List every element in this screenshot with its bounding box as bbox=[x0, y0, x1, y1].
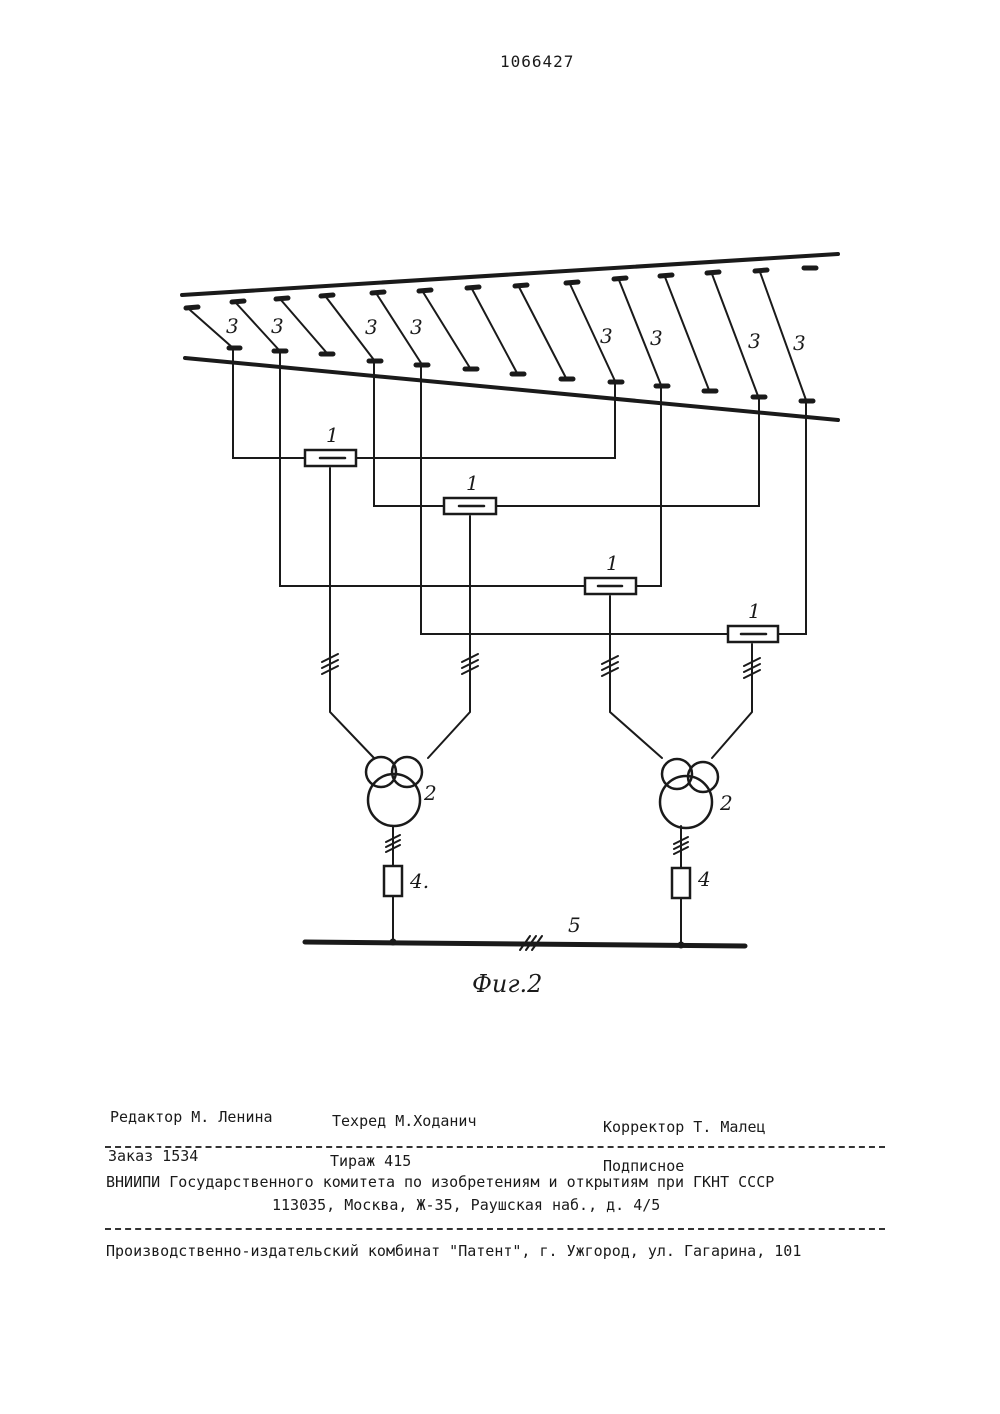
divider-bottom bbox=[105, 1228, 885, 1230]
order-number: Заказ 1534 bbox=[108, 1147, 198, 1165]
svg-text:3: 3 bbox=[793, 331, 806, 355]
transformers bbox=[366, 757, 718, 828]
svg-text:3: 3 bbox=[271, 314, 284, 338]
printer-line: Производственно-издательский комбинат "П… bbox=[106, 1242, 801, 1260]
svg-text:1: 1 bbox=[326, 423, 339, 447]
element4-label-left: 4. bbox=[409, 869, 429, 893]
svg-text:3: 3 bbox=[650, 326, 663, 350]
svg-text:3: 3 bbox=[410, 315, 423, 339]
divider-top bbox=[105, 1146, 885, 1148]
svg-text:1: 1 bbox=[606, 551, 619, 575]
print-run: Тираж 415 bbox=[330, 1152, 411, 1170]
svg-text:3: 3 bbox=[226, 314, 239, 338]
svg-text:3: 3 bbox=[365, 315, 378, 339]
regulator-labels: 1 1 1 1 bbox=[326, 423, 761, 623]
upper-busbar bbox=[182, 254, 838, 295]
transformer-label-right: 2 bbox=[719, 791, 733, 815]
svg-text:3: 3 bbox=[748, 329, 761, 353]
electrode-labels: 3 3 3 3 3 3 3 3 bbox=[226, 314, 806, 355]
svg-text:3: 3 bbox=[600, 324, 613, 348]
svg-text:1: 1 bbox=[748, 599, 761, 623]
organization-line: ВНИИПИ Государственного комитета по изоб… bbox=[106, 1173, 774, 1191]
phase-marks bbox=[322, 654, 760, 950]
elements-4 bbox=[384, 866, 690, 898]
bus-label: 5 bbox=[568, 913, 581, 937]
element4-label-right: 4 bbox=[697, 867, 711, 891]
organization-address: 113035, Москва, Ж-35, Раушская наб., д. … bbox=[272, 1196, 660, 1214]
corrector-credit: Корректор Т. Малец bbox=[603, 1118, 766, 1136]
svg-text:1: 1 bbox=[466, 471, 479, 495]
regulators bbox=[305, 450, 778, 642]
wiring bbox=[233, 349, 806, 942]
circuit-diagram: 3 3 3 3 3 3 3 3 1 1 1 1 2 2 4. 4 5 Фиг.2 bbox=[0, 0, 1000, 1000]
editor-credit: Редактор М. Ленина bbox=[110, 1108, 273, 1126]
figure-caption: Фиг.2 bbox=[472, 970, 542, 998]
transformer-label-left: 2 bbox=[423, 781, 437, 805]
lower-busbar bbox=[185, 358, 838, 420]
techred-credit: Техред М.Ходанич bbox=[332, 1112, 477, 1130]
